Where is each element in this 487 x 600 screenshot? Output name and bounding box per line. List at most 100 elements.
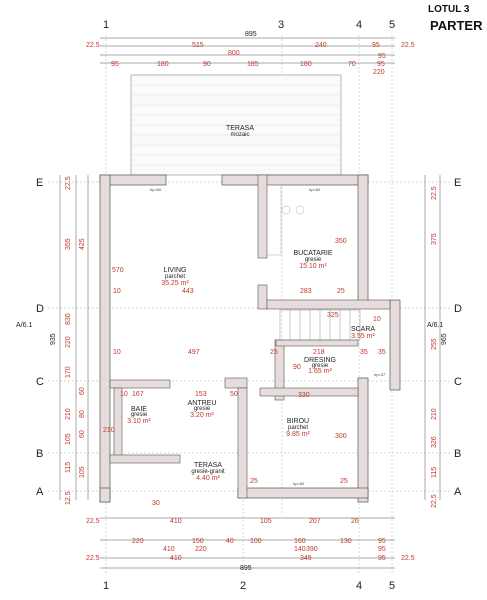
dim-wall-90: 90 — [293, 364, 301, 371]
room-area-bath: 3.10 m² — [127, 418, 151, 425]
room-hall: ANTREU gresie 3.20 m² — [188, 400, 217, 419]
dim-top-70: 70 — [348, 61, 356, 68]
dim-bottom-220-b: 220 — [195, 546, 207, 553]
row-letter-A-left: A — [36, 486, 44, 498]
dim-top-180-a: 180 — [157, 61, 169, 68]
room-area-terrace-bottom: 4.40 m² — [196, 475, 220, 482]
dim-left-80: 80 — [79, 410, 86, 418]
dim-kitchen-height: 350 — [335, 238, 347, 245]
row-letter-E-left: E — [36, 177, 43, 189]
row-letter-B-left: B — [36, 448, 43, 460]
room-bath: BAIE gresie 3.10 m² — [127, 406, 151, 425]
room-name-living: LIVING — [164, 267, 187, 274]
dim-left-60-b: 60 — [79, 430, 86, 438]
dim-bottom-410-a: 410 — [170, 518, 182, 525]
dim-right-22-5-a: 22.5 — [431, 186, 438, 200]
grid-axis-top-4: 4 — [356, 19, 362, 31]
dim-wall-10-c: 10 — [120, 391, 128, 398]
right-dimensions: 965 22.5 375 255 210 326 115 22.5 — [424, 175, 448, 508]
row-letter-B-right: B — [454, 448, 461, 460]
room-area-kitchen: 15.10 m² — [299, 263, 327, 270]
room-office: BIROU parchet 9.85 m² — [286, 418, 310, 438]
dim-living-height: 570 — [112, 267, 124, 274]
dim-top-185: 185 — [247, 61, 259, 68]
dim-top-800: 800 — [228, 50, 240, 57]
row-letters-left: E D C B A — [36, 177, 44, 498]
dim-wall-25-d: 25 — [250, 478, 258, 485]
dim-top-95-d: 95 — [377, 61, 385, 68]
dim-hall-width: 497 — [188, 349, 200, 356]
room-finish-terrace-top: mozaic — [230, 132, 249, 138]
opening-tag-hp60-c: hp=60 — [293, 481, 305, 486]
dim-top-895: 895 — [245, 31, 257, 38]
row-letters-right: E D C B A — [454, 177, 462, 498]
dim-top-220: 220 — [373, 69, 385, 76]
dim-top-95-b: 95 — [378, 53, 386, 60]
dim-left-115: 115 — [65, 462, 72, 473]
bottom-grid-axes: 1 2 4 5 — [103, 580, 395, 592]
dim-left-210: 210 — [65, 408, 72, 420]
row-letter-C-right: C — [454, 376, 462, 388]
opening-tag-hp60-b: hp=60 — [309, 187, 321, 192]
room-name-bath: BAIE — [131, 406, 147, 413]
dim-wall-10-b: 10 — [113, 349, 121, 356]
room-name-office: BIROU — [287, 418, 309, 425]
dim-bath-width: 167 — [132, 391, 144, 398]
stairs — [279, 309, 361, 341]
dim-bottom-26: 26 — [351, 518, 359, 525]
dim-right-255: 255 — [431, 338, 438, 350]
dim-left-60-a: 60 — [79, 387, 86, 395]
dim-left-105-b: 105 — [79, 466, 86, 478]
dim-bottom-22-5-b: 22.5 — [86, 555, 100, 562]
room-finish-living: parchet — [165, 274, 185, 280]
dim-wall-25-a: 25 — [337, 288, 345, 295]
dim-hall-depth: 153 — [195, 391, 207, 398]
dim-right-115: 115 — [431, 467, 438, 478]
dim-bottom-390: 390 — [306, 546, 318, 553]
dim-left-105: 105 — [65, 433, 72, 445]
dim-right-965: 965 — [441, 333, 448, 345]
dim-left-355: 355 — [65, 238, 72, 250]
dim-office-width: 330 — [298, 392, 310, 399]
dim-top-240: 240 — [315, 42, 327, 49]
row-letter-D-right: D — [454, 303, 462, 315]
room-terrace-bottom: TERASA gresie-granit 4.40 m² — [191, 462, 225, 482]
room-name-kitchen: BUCATARIE — [293, 250, 332, 257]
left-dimensions: 935 22.5 355 830 220 170 210 105 115 12.… — [50, 175, 89, 505]
room-name-stairs: SCARA — [351, 326, 375, 333]
dim-left-830: 830 — [65, 313, 72, 325]
dim-bottom-410-b: 410 — [163, 546, 175, 553]
dim-bottom-345: 345 — [300, 555, 312, 562]
dim-office-height: 300 — [335, 433, 347, 440]
dim-wall-35-b: 35 — [378, 349, 386, 356]
interior-dimensions: 443 570 283 350 497 325 218 330 300 167 … — [103, 238, 386, 507]
lot-title: LOTUL 3 — [428, 4, 470, 15]
dim-bottom-220-a: 220 — [132, 538, 144, 545]
dim-bottom-140: 140 — [294, 546, 306, 553]
room-area-hall: 3.20 m² — [190, 412, 214, 419]
top-grid-axes: 1 3 4 5 — [103, 19, 395, 31]
room-finish-hall: gresie — [194, 406, 211, 412]
room-area-dressing: 1.65 m² — [308, 368, 332, 375]
room-area-office: 9.85 m² — [286, 431, 310, 438]
dim-bottom-105: 105 — [260, 518, 272, 525]
dim-wall-35-a: 35 — [360, 349, 368, 356]
room-name-terrace-top: TERASA — [226, 125, 254, 132]
row-letter-D-left: D — [36, 303, 44, 315]
dim-wall-25-c: 25 — [340, 478, 348, 485]
dim-bottom-40: 40 — [226, 538, 234, 545]
grid-axis-top-1: 1 — [103, 19, 109, 31]
grid-axis-top-3: 3 — [278, 19, 284, 31]
room-area-living: 35.25 m² — [161, 280, 189, 287]
room-finish-kitchen: gresie — [305, 257, 322, 263]
kitchen-counter — [266, 184, 305, 256]
room-living: LIVING parchet 35.25 m² — [161, 267, 189, 287]
terrace-top: TERASA mozaic — [130, 74, 342, 176]
dim-bottom-95-b: 95 — [378, 546, 386, 553]
dim-bottom-150: 150 — [192, 538, 204, 545]
bottom-dimensions: 22.5 410 105 207 26 220 150 40 100 160 1… — [86, 517, 415, 572]
dim-left-935: 935 — [50, 333, 57, 345]
dim-bottom-95-a: 95 — [378, 538, 386, 545]
room-name-hall: ANTREU — [188, 400, 217, 407]
room-stairs: SCARA 3.55 m² — [351, 326, 376, 340]
